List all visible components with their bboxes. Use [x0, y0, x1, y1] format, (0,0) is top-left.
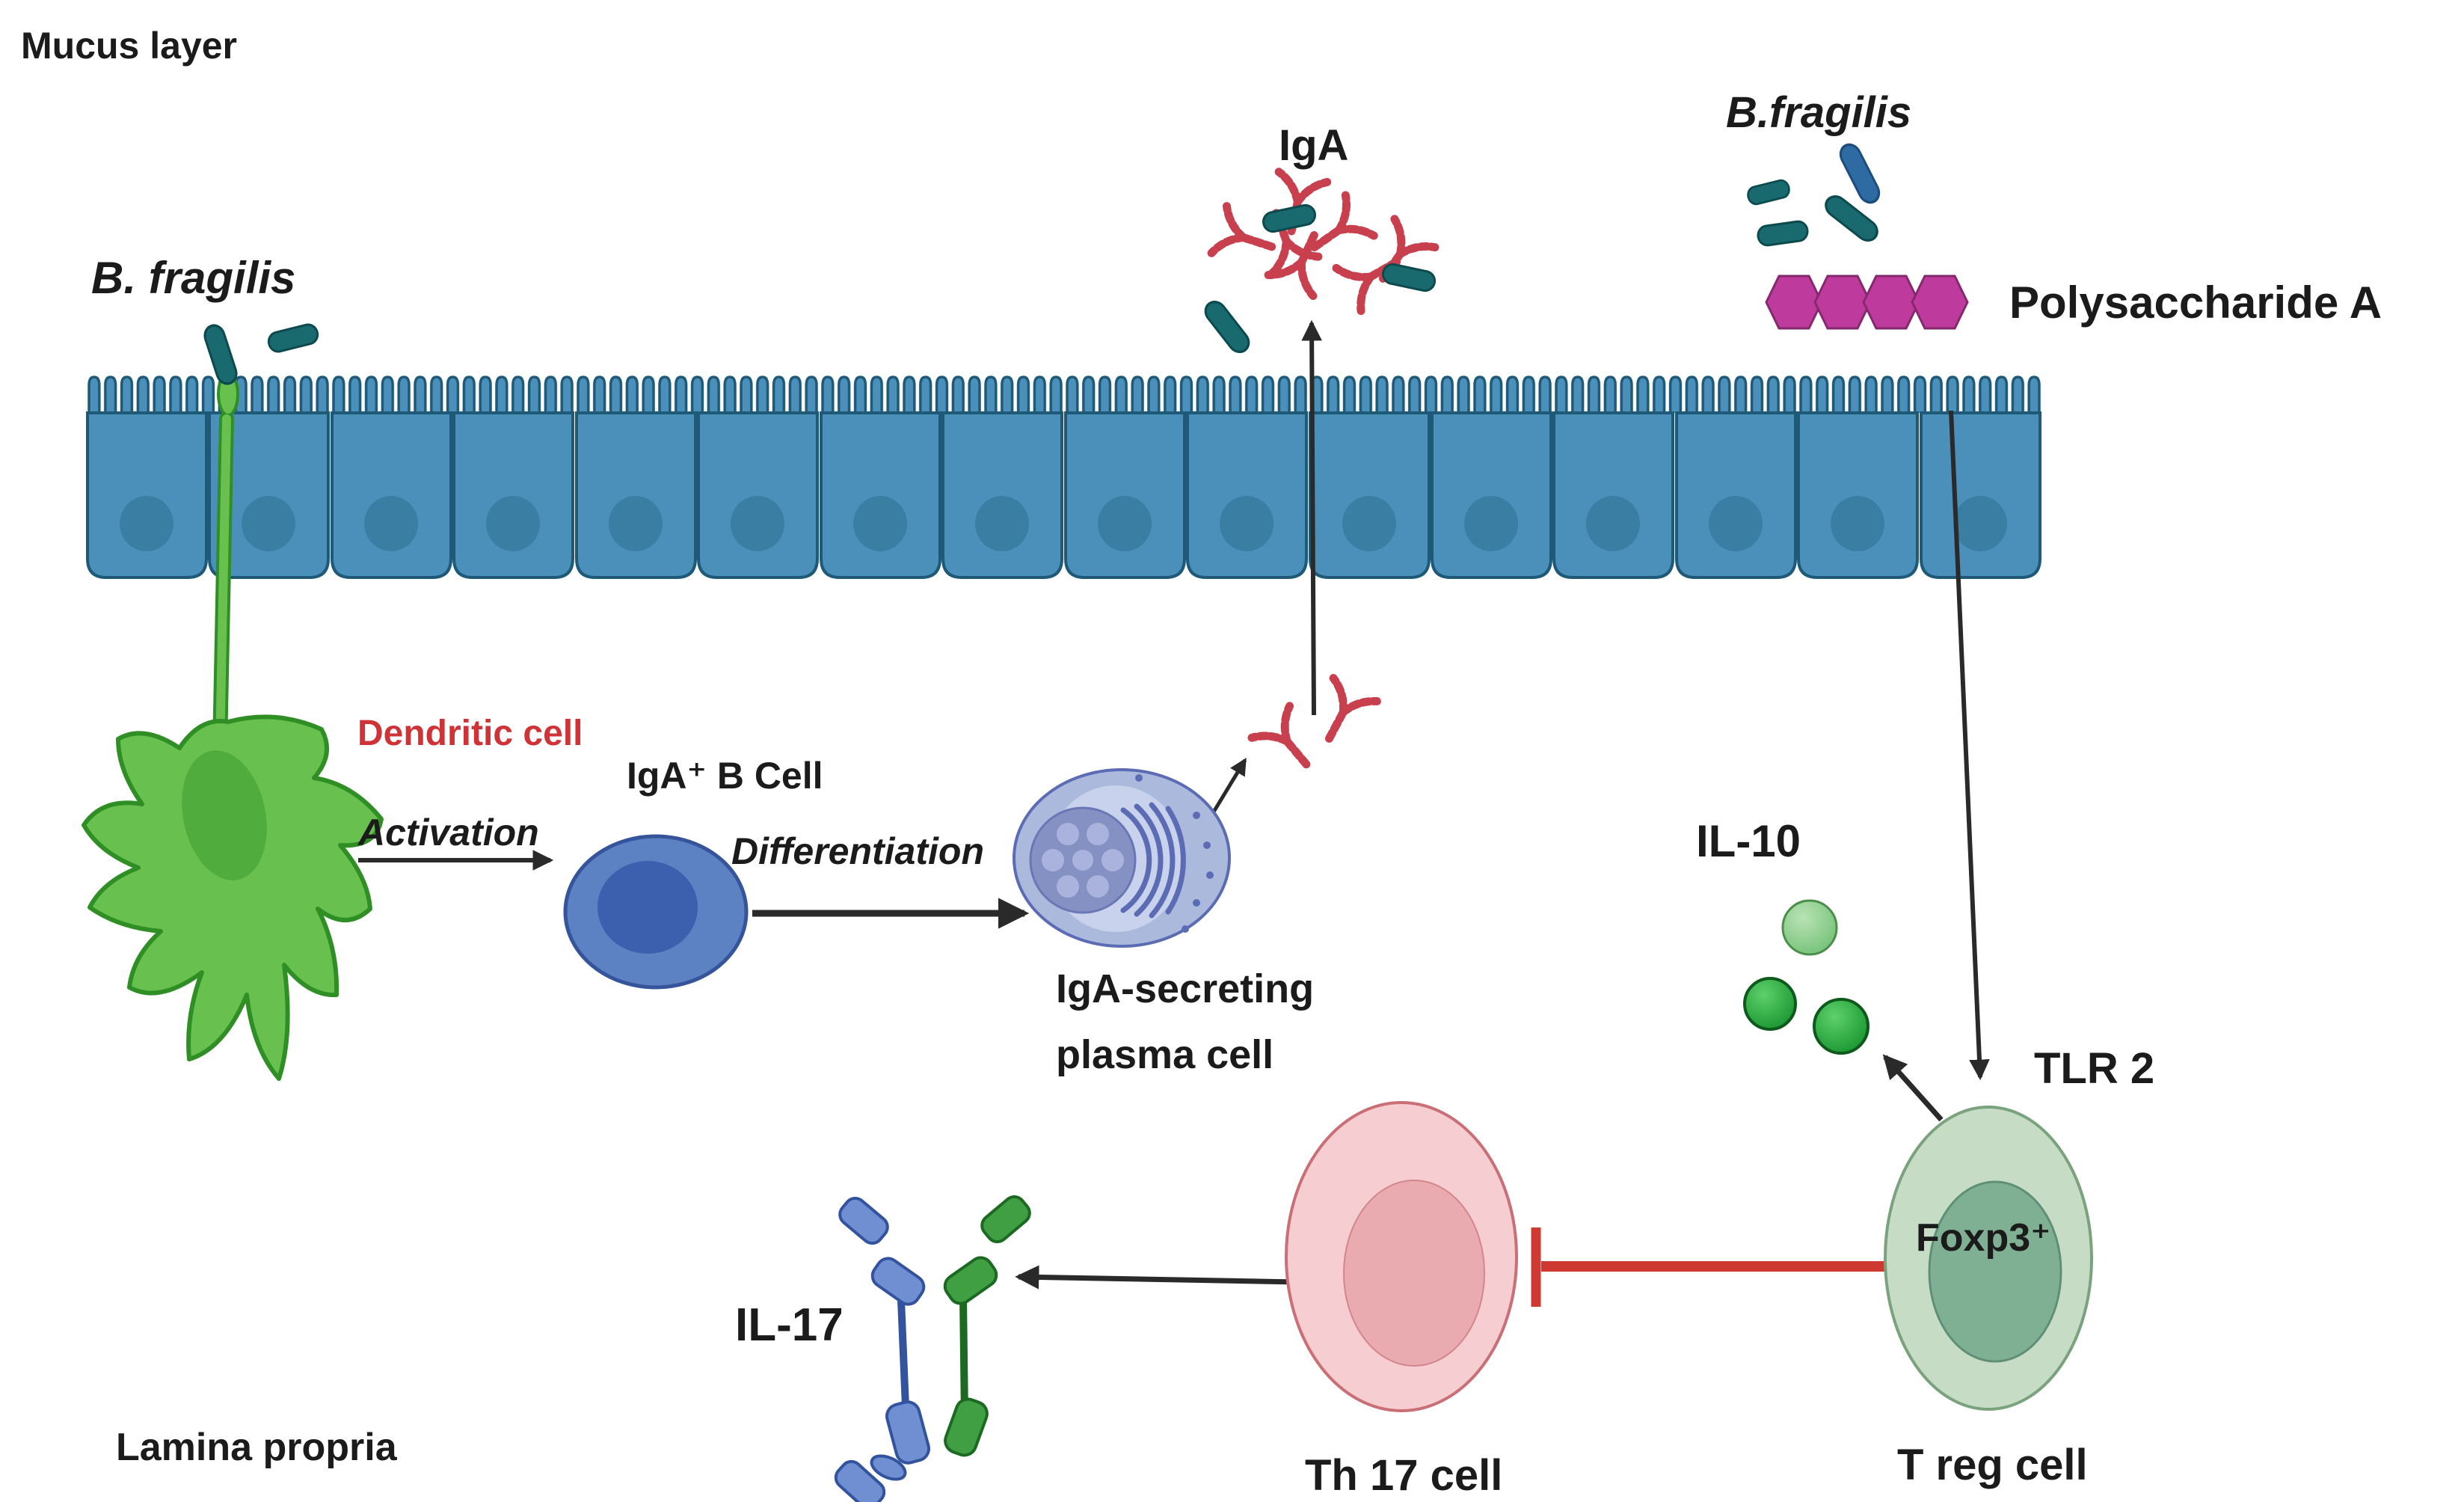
tlr2-label: TLR 2 — [2034, 1044, 2154, 1093]
il10-molecules-group — [1743, 899, 1869, 1055]
epithelial-cell-icon — [820, 411, 941, 579]
il10-molecule-icon — [1743, 977, 1797, 1031]
il10-release-arrow-icon — [1882, 1054, 1944, 1122]
epithelial-cell-icon — [86, 411, 208, 579]
iga-b-cell-label: IgA⁺ B Cell — [627, 755, 823, 797]
iga-secretion-arrow-icon — [1211, 758, 1247, 815]
polysaccharide-hexagon-icon — [1813, 275, 1872, 330]
epithelial-cell-icon — [1675, 411, 1797, 579]
iga-transport-arrow-icon — [1301, 319, 1322, 716]
arrows — [358, 319, 1990, 1307]
microvilli-icon — [86, 373, 2041, 413]
th17-cell-label: Th 17 cell — [1305, 1451, 1502, 1500]
epithelial-cell-icon — [331, 411, 452, 579]
il10-molecule-icon — [1813, 998, 1869, 1055]
granule-dots-icon — [1135, 774, 1214, 933]
treg-cell-icon: Foxp3⁺ — [1884, 1106, 2093, 1411]
epithelial-cell-icon — [1431, 411, 1552, 579]
nucleus-clockface-icon — [1042, 823, 1124, 898]
epithelial-cell-icon — [1797, 411, 1919, 579]
bacterium-icon — [1755, 219, 1810, 248]
b-cell-icon — [563, 834, 749, 990]
il17-label: IL-17 — [735, 1299, 844, 1351]
mucus-layer-label: Mucus layer — [21, 25, 237, 67]
iga-antibody-icon — [1307, 678, 1377, 750]
b-fragilis-left-label: B. fragilis — [91, 253, 295, 303]
bacterium-icon — [1835, 139, 1884, 208]
lamina-propria-label: Lamina propria — [116, 1426, 398, 1469]
bacterium-icon — [1260, 202, 1318, 235]
polysaccharide-hexagon-icon — [1911, 275, 1969, 330]
epithelial-cell-icon — [941, 411, 1063, 579]
inhibition-bar-icon — [1531, 1227, 1898, 1307]
epithelial-cell-icon — [1552, 411, 1674, 579]
il10-molecule-icon — [1781, 899, 1838, 956]
endoplasmic-reticulum-icon — [1120, 802, 1186, 919]
polysaccharide-hexagon-icon — [1765, 275, 1823, 330]
differentiation-label: Differentiation — [731, 830, 984, 872]
epithelial-cell-icon — [1064, 411, 1186, 579]
epithelial-cell-icon — [452, 411, 574, 579]
iga-secreting-label-line2: plasma cell — [1056, 1032, 1274, 1077]
dendritic-cell-label: Dendritic cell — [357, 714, 583, 753]
epithelial-cell-icon — [575, 411, 697, 579]
il10-label: IL-10 — [1696, 816, 1801, 866]
plasma-cell-icon — [1013, 768, 1231, 948]
bacterium-icon — [265, 321, 321, 355]
iga-cluster-group — [1200, 172, 1438, 358]
iga-label: IgA — [1279, 121, 1348, 170]
polysaccharide-a-chain — [1765, 275, 1969, 330]
il17-molecule-icon — [834, 1195, 1031, 1502]
epithelium-layer — [86, 373, 2041, 579]
il17-blue-chain — [834, 1196, 931, 1502]
iga-antibody-icon — [1252, 706, 1325, 780]
polysaccharide-hexagon-icon — [1862, 275, 1920, 330]
il17-green-chain — [943, 1195, 1031, 1457]
epithelial-cell-icon — [1309, 411, 1431, 579]
epithelial-cell-icon — [697, 411, 819, 579]
tlr2-signal-arrow-icon — [1949, 410, 1990, 1081]
polysaccharide-a-label: Polysaccharide A — [2009, 278, 2382, 328]
dendritic-cell-icon — [82, 372, 384, 1081]
bacterium-icon — [1380, 261, 1438, 294]
bacterium-icon — [1200, 296, 1254, 358]
il17-release-arrow-icon — [1015, 1265, 1299, 1290]
foxp3-label: Foxp3⁺ — [1916, 1216, 2051, 1260]
epithelial-cell-icon — [1920, 411, 2041, 579]
activation-label: Activation — [357, 812, 539, 853]
epithelial-cell-row — [86, 411, 2041, 579]
treg-cell-label: T reg cell — [1897, 1441, 2088, 1489]
bacterium-icon — [1745, 177, 1792, 207]
b-fragilis-right-group — [1745, 139, 1884, 248]
b-fragilis-right-label: B.fragilis — [1726, 88, 1911, 137]
iga-secreting-label-line1: IgA-secreting — [1056, 966, 1314, 1011]
epithelial-cell-icon — [1186, 411, 1308, 579]
th17-cell-icon — [1285, 1101, 1518, 1412]
